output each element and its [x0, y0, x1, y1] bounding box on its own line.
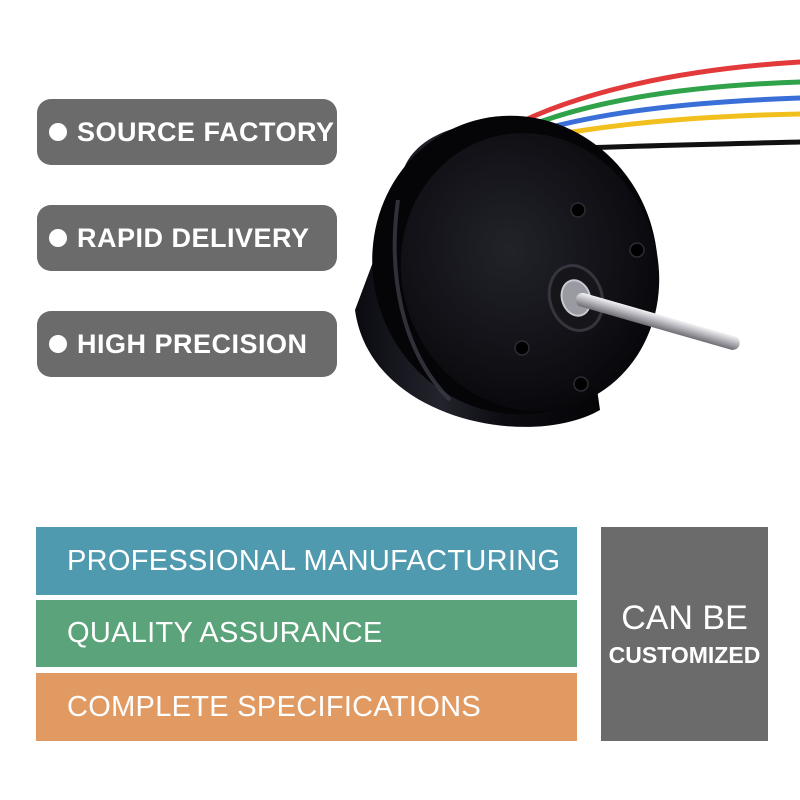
feature-label: HIGH PRECISION — [77, 328, 308, 359]
customization-line-2: CUSTOMIZED — [608, 642, 761, 668]
bullet-dot-icon — [49, 335, 67, 353]
band-professional-manufacturing: PROFESSIONAL MANUFACTURING — [36, 527, 577, 595]
feature-badge-high-precision: HIGH PRECISION — [37, 311, 337, 377]
customization-line-1: CAN BE — [621, 599, 748, 637]
bullet-dot-icon — [49, 229, 67, 247]
feature-badge-rapid-delivery: RAPID DELIVERY — [37, 205, 337, 271]
feature-badge-source-factory: SOURCE FACTORY — [37, 99, 337, 165]
band-label: COMPLETE SPECIFICATIONS — [67, 690, 482, 723]
band-label: QUALITY ASSURANCE — [67, 617, 383, 649]
band-quality-assurance: QUALITY ASSURANCE — [36, 600, 577, 667]
feature-label: SOURCE FACTORY — [77, 116, 335, 147]
customization-box: CAN BE CUSTOMIZED — [601, 527, 768, 741]
motor-product-image — [355, 59, 800, 427]
feature-label: RAPID DELIVERY — [77, 222, 310, 253]
band-label: PROFESSIONAL MANUFACTURING — [67, 544, 561, 577]
band-complete-specifications: COMPLETE SPECIFICATIONS — [36, 673, 577, 741]
bullet-dot-icon — [49, 123, 67, 141]
